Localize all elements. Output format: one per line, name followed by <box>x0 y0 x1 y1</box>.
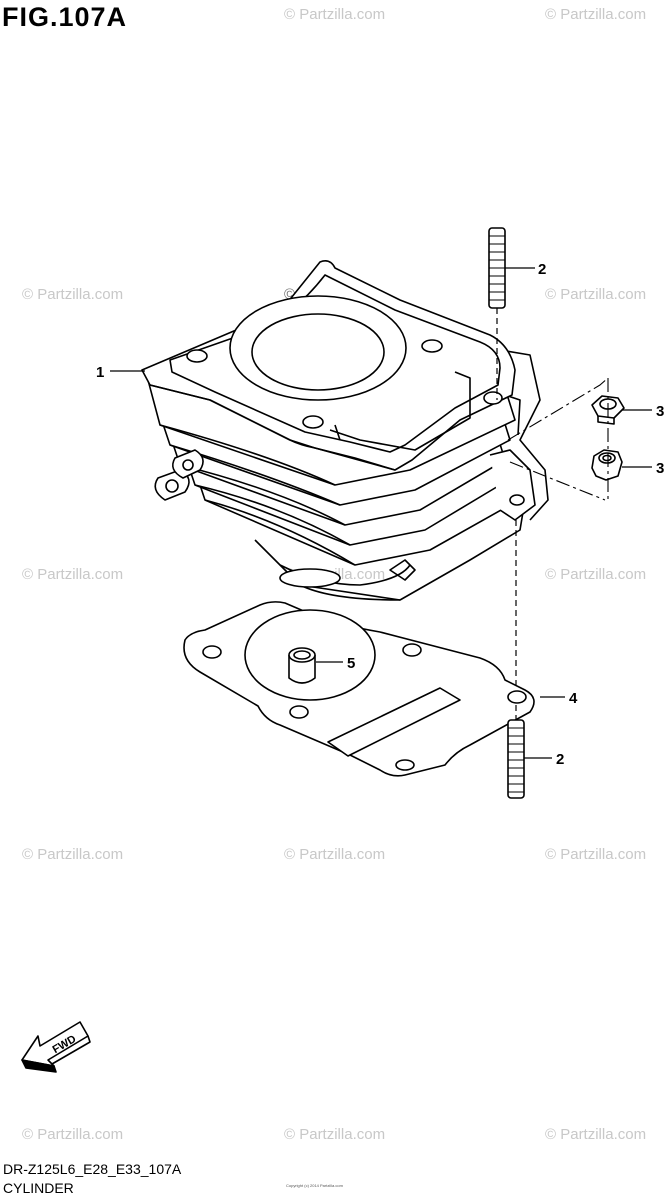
watermark: © Partzilla.com <box>545 6 647 23</box>
watermark: © Partzilla.com <box>22 846 124 863</box>
stud-lower-part[interactable] <box>507 705 525 799</box>
watermark: © Partzilla.com <box>545 566 647 583</box>
callout-3-lower: 3 <box>656 460 664 477</box>
watermark: © Partzilla.com <box>545 286 647 303</box>
dowel-pin-part[interactable] <box>288 647 316 684</box>
gasket-part[interactable] <box>183 601 535 777</box>
figure-code: DR-Z125L6_E28_E33_107A <box>3 1161 182 1177</box>
watermark: © Partzilla.com <box>545 846 647 863</box>
watermark: © Partzilla.com <box>22 286 124 303</box>
fwd-arrow-icon: FWD <box>21 1021 91 1073</box>
watermark: © Partzilla.com <box>284 1126 386 1143</box>
figure-name: CYLINDER <box>3 1180 74 1196</box>
callout-4: 4 <box>569 690 578 707</box>
stud-upper-part[interactable] <box>488 227 506 400</box>
watermark: © Partzilla.com <box>22 1126 124 1143</box>
callout-2-lower: 2 <box>556 751 564 768</box>
watermark: © Partzilla.com <box>284 846 386 863</box>
callout-1: 1 <box>96 364 104 381</box>
watermark: © Partzilla.com <box>284 6 386 23</box>
callout-5: 5 <box>347 655 355 672</box>
figure-title: FIG.107A <box>2 2 128 32</box>
watermark: © Partzilla.com <box>545 1126 647 1143</box>
watermark: © Partzilla.com <box>22 566 124 583</box>
copyright-note: Copyright (c) 2014 Partzilla.com <box>286 1183 343 1188</box>
nut-lower-part[interactable] <box>591 449 623 481</box>
cylinder-part[interactable] <box>141 260 549 601</box>
callout-2-upper: 2 <box>538 261 546 278</box>
callout-3-upper: 3 <box>656 403 664 420</box>
